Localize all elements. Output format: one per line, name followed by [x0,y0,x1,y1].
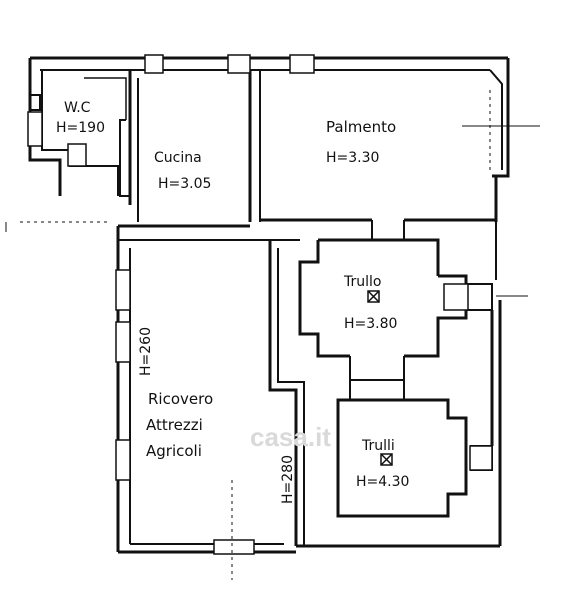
trulli-symbol-icon [380,453,393,466]
corridor-wall-height: H=280 [280,455,296,504]
left-wall-height: H=260 [138,327,154,376]
trullo-name: Trullo [343,274,381,290]
trullo-symbol-icon [367,290,380,303]
trullo-height: H=3.80 [344,316,397,332]
openings [27,54,493,555]
palmento-height: H=3.30 [326,150,379,166]
section-lines [5,125,540,297]
cucina-name: Cucina [154,150,202,166]
ricovero-line3: Agricoli [146,442,202,460]
ricovero-line2: Attrezzi [146,416,203,434]
wc-name: W.C [64,100,91,116]
trulli-name: Trulli [361,438,395,454]
wc-height: H=190 [56,120,105,136]
trulli-height: H=4.30 [356,474,409,490]
walls [28,56,510,554]
cucina-height: H=3.05 [158,176,211,192]
watermark: casa.it [250,422,331,452]
palmento-name: Palmento [326,118,396,136]
dashed-lines [20,90,491,580]
ricovero-line1: Ricovero [148,390,213,408]
